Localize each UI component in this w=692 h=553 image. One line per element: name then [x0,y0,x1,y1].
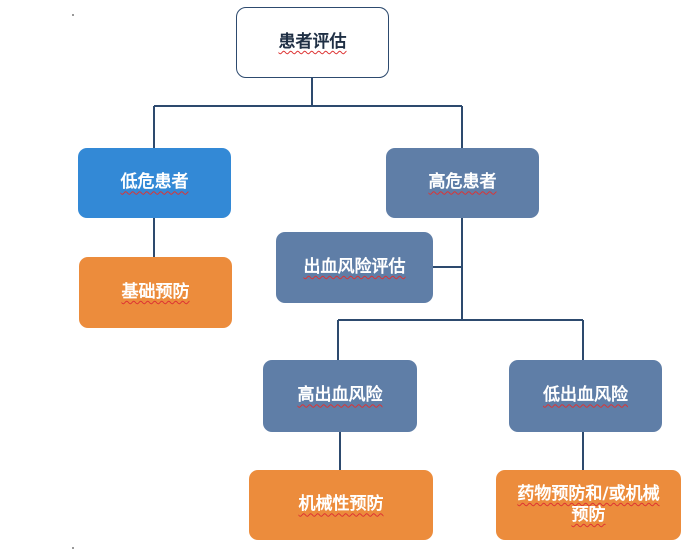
node-label: 出血风险评估 [303,256,406,277]
node-label: 药物预防和/或机械预防 [517,483,660,525]
node-label: 低危患者 [120,172,189,193]
node-label: 机械性预防 [298,494,384,515]
node-label: 低出血风险 [543,385,628,406]
node-basic-prevention: 基础预防 [79,257,232,328]
corner-dot [72,14,74,16]
node-drug-and-or-mechanical-prevention: 药物预防和/或机械预防 [496,470,681,540]
node-high-risk: 高危患者 [386,148,539,218]
node-low-risk: 低危患者 [78,148,231,218]
node-patient-assessment: 患者评估 [236,7,389,78]
node-label: 基础预防 [121,281,190,302]
node-label: 患者评估 [278,31,347,52]
node-mechanical-prevention: 机械性预防 [249,470,433,540]
corner-dot [72,547,74,549]
node-label: 高出血风险 [297,385,383,406]
node-bleeding-risk-assessment: 出血风险评估 [276,232,433,303]
node-label: 高危患者 [428,172,497,193]
node-low-bleeding-risk: 低出血风险 [509,360,662,432]
node-high-bleeding-risk: 高出血风险 [263,360,417,432]
